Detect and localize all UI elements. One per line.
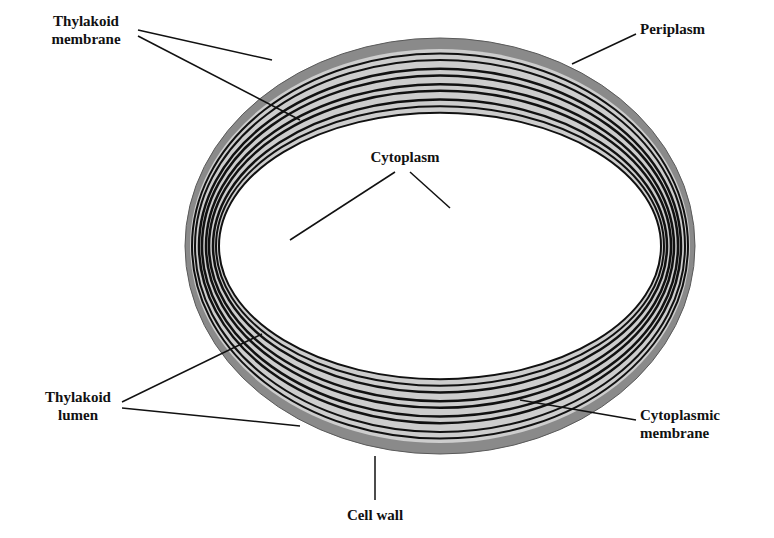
part-label: Thylakoid membrane [36, 12, 136, 48]
membrane-line [192, 53, 688, 438]
membrane-line [206, 84, 674, 408]
membrane-line [202, 75, 678, 416]
part-label: Cell wall [330, 506, 420, 524]
membrane-line [209, 91, 671, 401]
leader-line [374, 456, 376, 500]
cytoplasm-core [219, 113, 661, 379]
membrane-line [199, 69, 681, 423]
leader-lines [122, 30, 636, 500]
part-label: Cytoplasmic membrane [640, 406, 750, 442]
part-label: Periplasm [640, 20, 740, 38]
membrane-line [213, 100, 667, 393]
membrane-line [216, 106, 664, 386]
leader-line [122, 408, 300, 426]
membrane-line [195, 60, 685, 432]
leader-line [572, 34, 636, 64]
leader-line [138, 30, 272, 60]
leader-line [410, 172, 450, 208]
part-label: Thylakoid lumen [36, 388, 120, 424]
leader-line [290, 172, 395, 240]
part-label: Cytoplasm [350, 148, 460, 166]
leader-line [520, 400, 636, 420]
leader-line [138, 36, 300, 120]
leader-line [122, 334, 262, 402]
periplasm-band [190, 49, 690, 443]
